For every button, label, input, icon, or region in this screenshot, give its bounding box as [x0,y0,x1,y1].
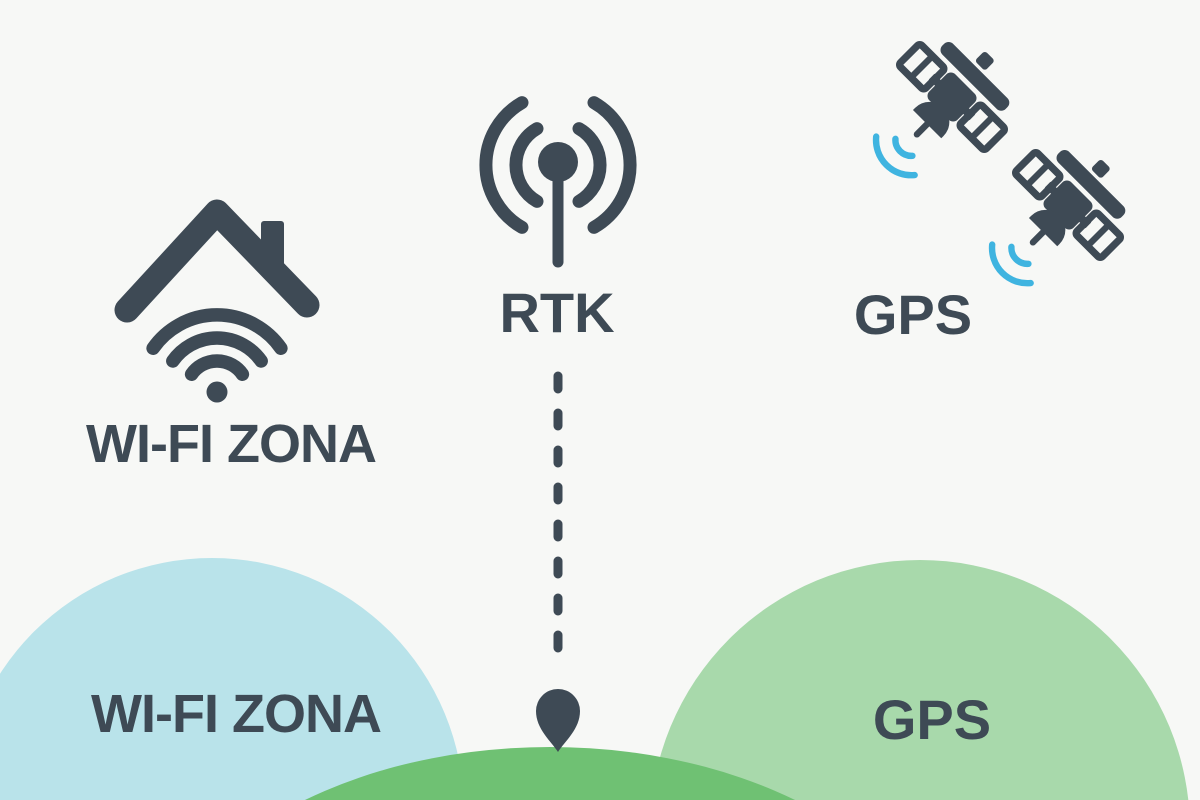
gps-satellite-icon [988,148,1126,287]
wifi-zone-label: WI-FI ZONA [91,684,382,744]
wifi-waves-icon [146,308,288,403]
rtk-antenna-icon [479,96,637,268]
house-chimney [261,221,284,267]
house-roof [114,199,320,323]
gps-zone-label: GPS [872,688,992,751]
gps-satellite-icon [872,40,1010,179]
rtk-station-label: RTK [499,281,615,344]
wifi-station-label: WI-FI ZONA [86,414,377,474]
house-wifi-icon [114,199,320,403]
location-pin-icon [536,689,580,752]
ground-hill [305,747,795,800]
gps-zone-circle [651,560,1189,800]
wifi-zone-circle [0,558,464,800]
gps-constellation-label: GPS [853,283,973,346]
